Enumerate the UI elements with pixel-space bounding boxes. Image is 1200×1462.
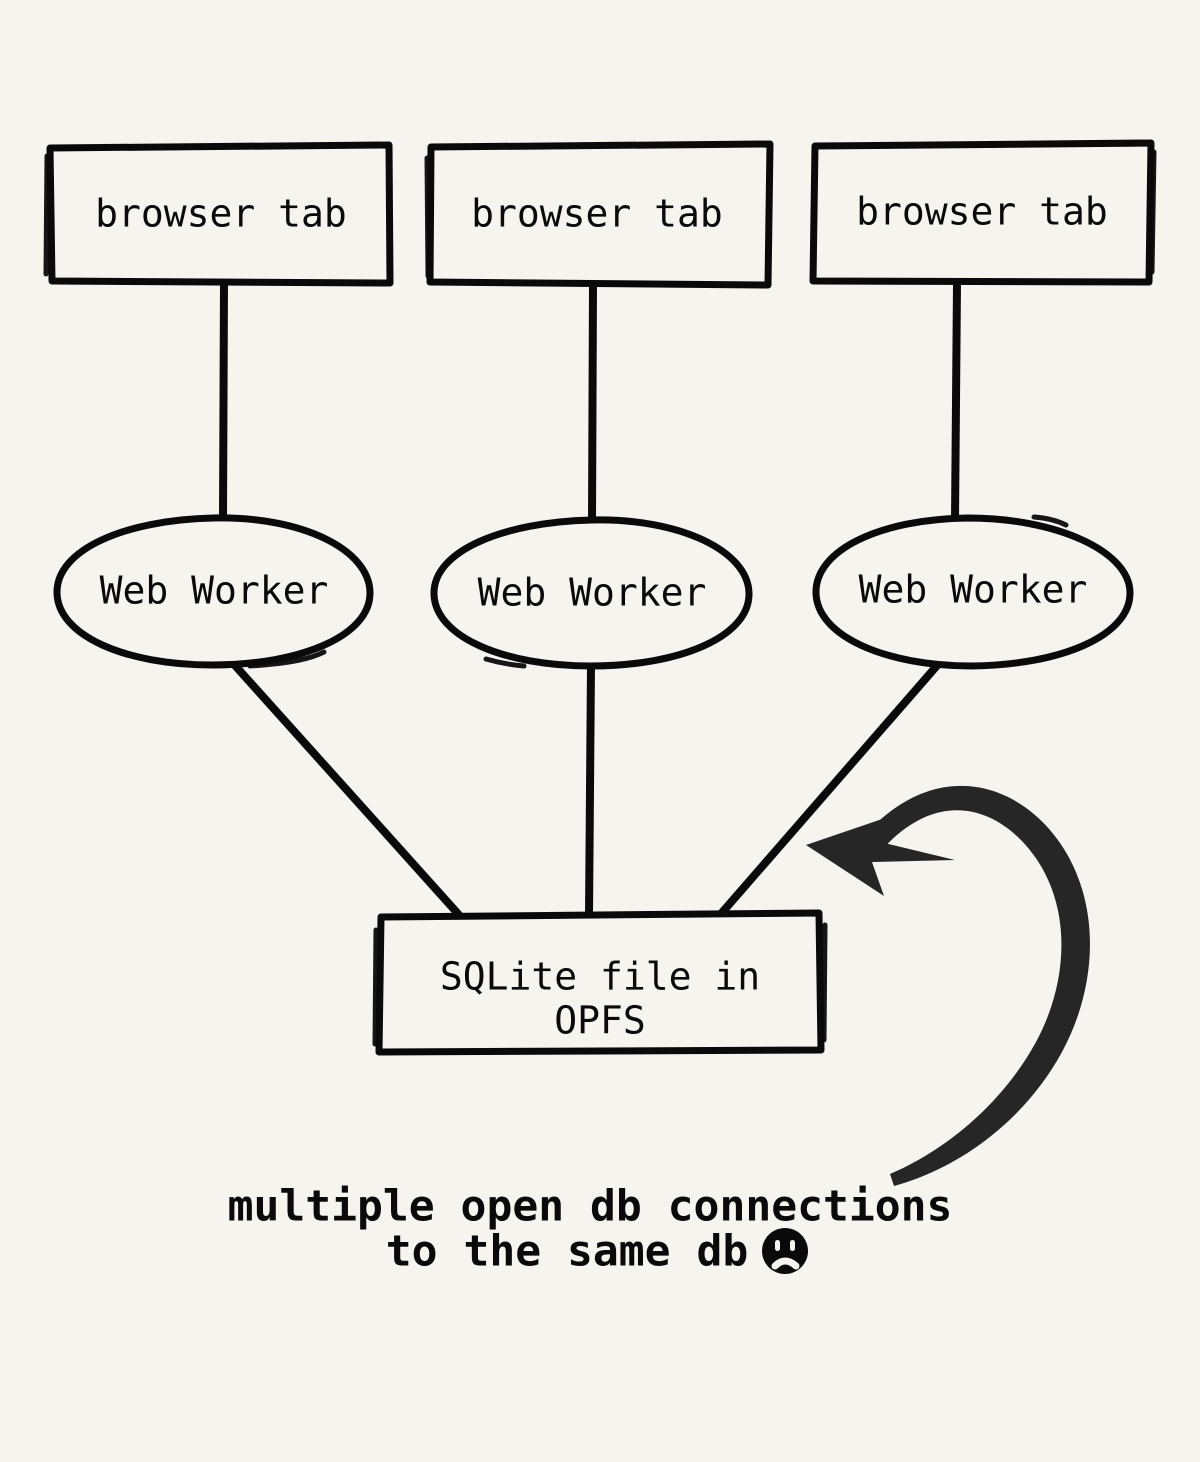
web-worker-node-2[interactable]: Web Worker: [430, 516, 753, 670]
sqlite-storage-node[interactable]: SQLite file in OPFS: [372, 909, 828, 1056]
web-worker-ellipse-1: [53, 514, 374, 669]
browser-tab-box-3-overstroke: [1149, 149, 1157, 275]
caption-line-1: multiple open db connections: [228, 1182, 953, 1232]
caption-block: multiple open db connections to the same…: [228, 1182, 953, 1277]
web-worker-ellipse-3: [812, 514, 1134, 670]
connector-worker2-storage: [585, 660, 595, 919]
connector-group-tab-to-worker: [219, 279, 961, 526]
web-worker-node-3[interactable]: Web Worker: [812, 514, 1134, 670]
connector-tab2-worker2: [588, 281, 597, 526]
web-worker-ellipse-1-overstroke: [247, 649, 327, 669]
browser-tab-node-1[interactable]: browser tab: [43, 141, 394, 287]
sqlite-storage-box-overstroke: [372, 927, 379, 1047]
browser-tab-box-2-overstroke: [424, 155, 431, 279]
annotation-arrow-body: [862, 785, 1090, 1186]
web-worker-ellipse-2: [430, 516, 753, 670]
sqlite-storage-label-line2: OPFS: [554, 999, 646, 1043]
sqlite-storage-box-overstroke-right: [821, 922, 828, 1043]
browser-tab-box-1-overstroke: [43, 153, 50, 277]
browser-tab-label-1: browser tab: [95, 192, 347, 236]
web-worker-label-2: Web Worker: [478, 571, 707, 615]
browser-tab-box-1: [46, 141, 394, 287]
connector-tab3-worker3: [951, 279, 961, 524]
browser-tab-label-3: browser tab: [856, 190, 1108, 234]
connector-worker1-storage: [227, 657, 464, 920]
web-worker-ellipse-2-overstroke: [483, 656, 527, 669]
browser-tab-box-2: [426, 140, 774, 289]
connector-worker3-storage: [715, 657, 945, 920]
browser-tab-node-3[interactable]: browser tab: [809, 139, 1157, 286]
annotation-arrow: [806, 785, 1090, 1186]
web-worker-ellipse-3-overstroke: [1031, 514, 1069, 528]
sqlite-storage-box: [375, 909, 825, 1056]
caption-line-2: to the same db: [386, 1227, 748, 1277]
frowning-face-icon: [762, 1228, 808, 1274]
web-worker-label-1: Web Worker: [100, 569, 329, 613]
annotation-arrow-head: [806, 817, 955, 896]
web-worker-label-3: Web Worker: [859, 568, 1088, 612]
browser-tab-label-2: browser tab: [471, 192, 723, 236]
sqlite-storage-label-line1: SQLite file in: [440, 955, 760, 999]
connector-tab1-worker1: [219, 279, 228, 524]
connector-group-worker-to-storage: [227, 657, 945, 920]
browser-tab-box-3: [809, 139, 1155, 286]
web-worker-node-1[interactable]: Web Worker: [53, 514, 374, 669]
browser-tab-node-2[interactable]: browser tab: [424, 140, 774, 289]
